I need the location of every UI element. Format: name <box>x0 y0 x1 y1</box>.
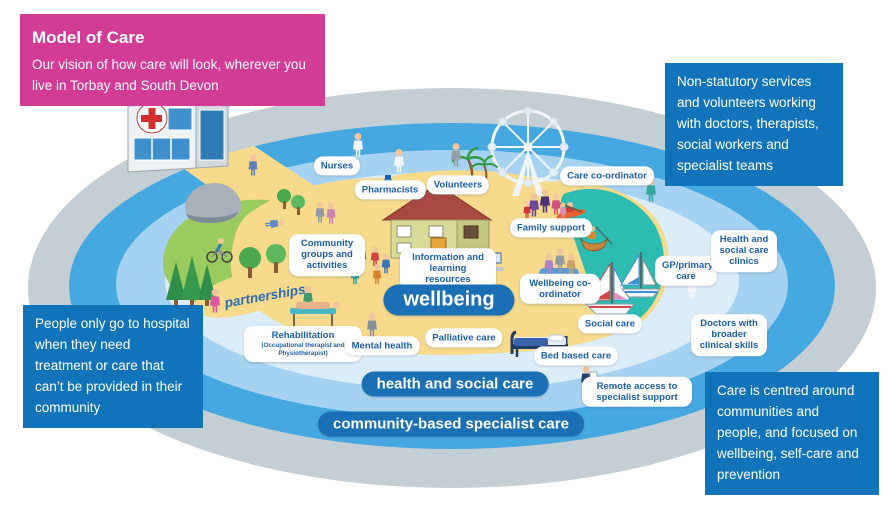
rock-icon <box>185 182 242 224</box>
label-doctors-broader: Doctors with broader clinical skills <box>691 314 767 356</box>
sailboat-icon <box>620 252 662 298</box>
label-remote-access: Remote access to specialist support <box>582 376 692 408</box>
label-wellbeing-coordinator: Wellbeing co-ordinator <box>520 273 600 305</box>
label-nurses: Nurses <box>313 156 361 176</box>
label-rehabilitation: Rehabilitation (Occupational therapist a… <box>244 326 362 362</box>
ferris-wheel-icon <box>487 106 569 196</box>
fishing-boat-icon <box>579 226 613 252</box>
label-gp-primary-care: GP/primary care <box>655 255 717 287</box>
callout-left: People only go to hospital when they nee… <box>23 305 203 428</box>
band-wellbeing: wellbeing <box>383 284 515 316</box>
label-health-social-clinics: Health and social care clinics <box>711 230 777 272</box>
page-title: Model of Care <box>32 28 145 47</box>
label-palliative-care: Palliative care <box>425 328 503 348</box>
label-care-coordinator: Care co-ordinator <box>560 166 654 186</box>
label-rehabilitation-title: Rehabilitation <box>271 330 335 342</box>
label-rehabilitation-sub: (Occupational therapist and Physiotherap… <box>261 342 345 358</box>
title-box: Model of Care Our vision of how care wil… <box>20 14 325 107</box>
label-pharmacists: Pharmacists <box>354 180 426 200</box>
label-information-learning: Information and learning resources <box>400 248 496 290</box>
label-bed-based-care: Bed based care <box>533 346 619 366</box>
band-health-and-social-care: health and social care <box>361 371 549 397</box>
label-family-support: Family support <box>509 218 593 238</box>
label-mental-health: Mental health <box>344 336 420 356</box>
label-social-care: Social care <box>577 314 643 334</box>
title-box-body: Our vision of how care will look, wherev… <box>32 57 306 94</box>
label-volunteers: Volunteers <box>426 175 490 195</box>
callout-bottom-right: Care is centred around communities and p… <box>705 372 879 495</box>
hospital-icon <box>124 93 233 173</box>
label-community-groups: Community groups and activities <box>289 234 365 276</box>
tree-icon <box>166 189 305 307</box>
callout-top-right: Non-statutory services and volunteers wo… <box>665 63 843 186</box>
cyclist-icon <box>206 238 233 263</box>
band-community-based-specialist-care: community-based specialist care <box>318 411 584 437</box>
partnerships-peninsula <box>195 260 300 318</box>
